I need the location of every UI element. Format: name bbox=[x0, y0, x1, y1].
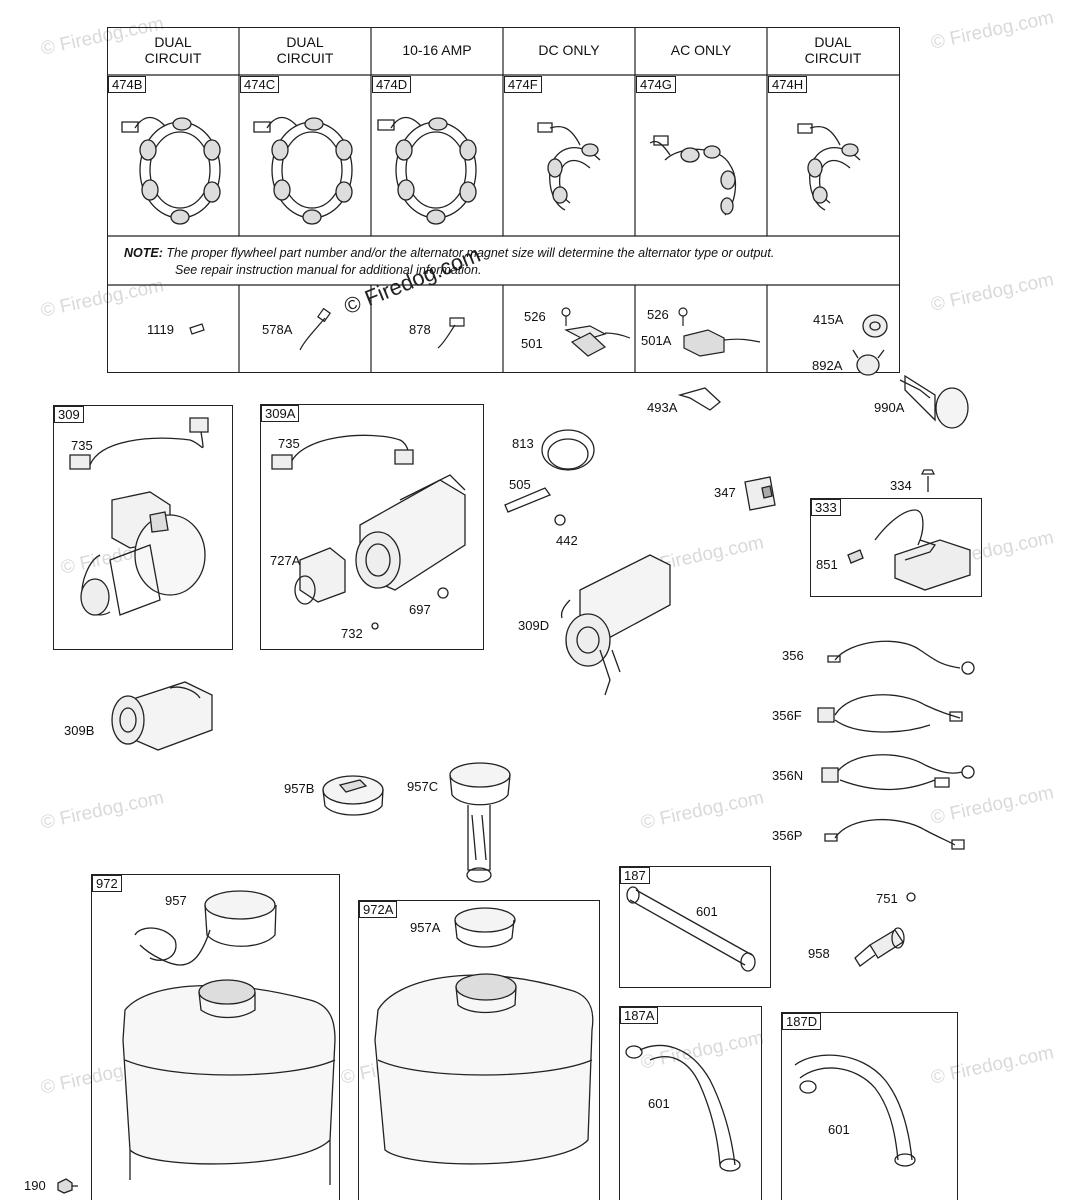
label-601: 601 bbox=[648, 1096, 670, 1111]
part-tag-474h: 474H bbox=[768, 76, 808, 93]
box-309 bbox=[53, 405, 233, 650]
part-tag-309a: 309A bbox=[261, 405, 300, 422]
label-851: 851 bbox=[816, 557, 838, 572]
note-prefix: NOTE: bbox=[124, 246, 163, 260]
label-957: 957 bbox=[165, 893, 187, 908]
label-578a: 578A bbox=[262, 322, 293, 337]
part-tag-187a: 187A bbox=[620, 1007, 659, 1024]
box-187 bbox=[619, 866, 771, 988]
label-878: 878 bbox=[409, 322, 431, 337]
label-309b: 309B bbox=[64, 723, 95, 738]
label-957a: 957A bbox=[410, 920, 441, 935]
label-727a: 727A bbox=[270, 553, 301, 568]
label-505: 505 bbox=[509, 477, 531, 492]
label-501a: 501A bbox=[641, 333, 672, 348]
label-356: 356 bbox=[782, 648, 804, 663]
label-190: 190 bbox=[24, 1178, 46, 1193]
label-732: 732 bbox=[341, 626, 363, 641]
part-tag-187d: 187D bbox=[782, 1013, 822, 1030]
header-dual-circuit: DUAL CIRCUIT bbox=[804, 34, 862, 66]
label-356p: 356P bbox=[772, 828, 803, 843]
label-334: 334 bbox=[890, 478, 912, 493]
box-309a bbox=[260, 404, 484, 650]
label-958: 958 bbox=[808, 946, 830, 961]
header-10-16-amp: 10-16 AMP bbox=[402, 42, 472, 58]
label-415a: 415A bbox=[813, 312, 844, 327]
label-990a: 990A bbox=[874, 400, 905, 415]
label-735: 735 bbox=[278, 436, 300, 451]
label-601: 601 bbox=[828, 1122, 850, 1137]
label-957c: 957C bbox=[407, 779, 439, 794]
part-tag-309: 309 bbox=[54, 406, 84, 423]
label-309d: 309D bbox=[518, 618, 550, 633]
label-356f: 356F bbox=[772, 708, 802, 723]
box-187d bbox=[781, 1012, 958, 1200]
part-tag-187: 187 bbox=[620, 867, 650, 884]
header-dc-only: DC ONLY bbox=[538, 42, 600, 58]
label-356n: 356N bbox=[772, 768, 804, 783]
box-187a bbox=[619, 1006, 762, 1200]
label-957b: 957B bbox=[284, 781, 315, 796]
part-tag-972: 972 bbox=[92, 875, 122, 892]
part-tag-474d: 474D bbox=[372, 76, 412, 93]
label-813: 813 bbox=[512, 436, 534, 451]
label-697: 697 bbox=[409, 602, 431, 617]
header-dual-circuit: DUAL CIRCUIT bbox=[276, 34, 334, 66]
part-tag-474c: 474C bbox=[240, 76, 280, 93]
label-526: 526 bbox=[647, 307, 669, 322]
label-892a: 892A bbox=[812, 358, 843, 373]
part-tag-474f: 474F bbox=[504, 76, 542, 93]
note-line-1: The proper flywheel part number and/or t… bbox=[162, 246, 775, 260]
note-text: NOTE: The proper flywheel part number an… bbox=[124, 245, 774, 261]
box-333 bbox=[810, 498, 982, 597]
box-972 bbox=[91, 874, 340, 1200]
label-1119: 1119 bbox=[147, 322, 174, 337]
label-347: 347 bbox=[714, 485, 736, 500]
label-442: 442 bbox=[556, 533, 578, 548]
header-dual-circuit: DUAL CIRCUIT bbox=[144, 34, 202, 66]
header-ac-only: AC ONLY bbox=[670, 42, 732, 58]
label-501: 501 bbox=[521, 336, 543, 351]
part-tag-474b: 474B bbox=[108, 76, 147, 93]
note-line-2: See repair instruction manual for additi… bbox=[175, 263, 482, 277]
label-526: 526 bbox=[524, 309, 546, 324]
box-972a bbox=[358, 900, 600, 1200]
part-tag-474g: 474G bbox=[636, 76, 676, 93]
label-493a: 493A bbox=[647, 400, 678, 415]
label-601: 601 bbox=[696, 904, 718, 919]
label-735: 735 bbox=[71, 438, 93, 453]
part-tag-972a: 972A bbox=[359, 901, 398, 918]
label-751: 751 bbox=[876, 891, 898, 906]
part-tag-333: 333 bbox=[811, 499, 841, 516]
